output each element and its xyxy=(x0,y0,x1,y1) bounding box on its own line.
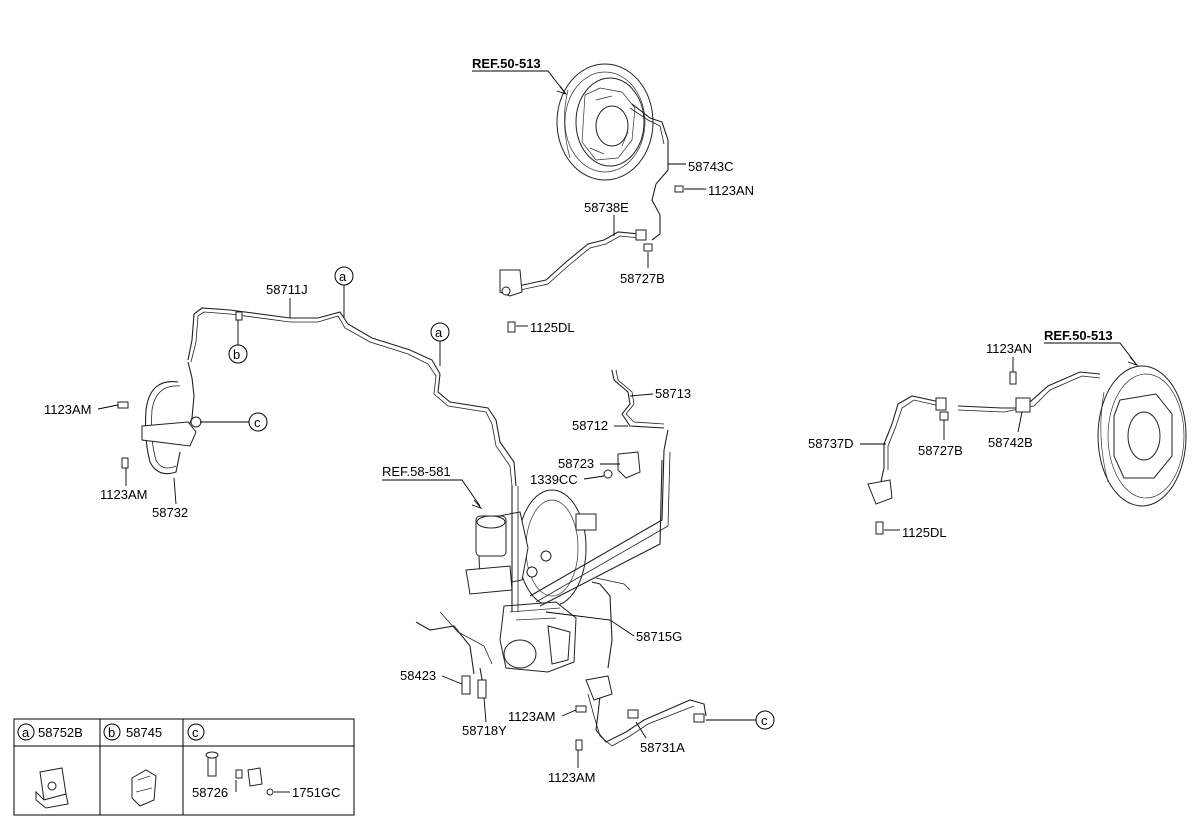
legend-a-part: 58752B xyxy=(38,725,83,740)
svg-text:a: a xyxy=(22,725,30,740)
svg-text:c: c xyxy=(254,415,261,430)
bolt-1123am-left1 xyxy=(117,401,129,409)
svg-text:b: b xyxy=(108,725,115,740)
brake-line-58711j xyxy=(187,307,517,487)
legend-b-circle xyxy=(103,723,121,741)
svg-text:a: a xyxy=(435,325,443,340)
legend-table: a 58752B b 58745 c 58726 1751GC xyxy=(13,718,355,816)
hose-bracket-bottom xyxy=(585,675,613,701)
ref-arrow-head xyxy=(556,85,568,95)
clip-58726-icon xyxy=(205,751,274,796)
label-58731a: 58731A xyxy=(640,740,685,755)
clip-58727b-right xyxy=(939,411,949,421)
label-1123am-bottom1: 1123AM xyxy=(508,709,555,724)
bolt-1123am-bottom1 xyxy=(575,705,587,713)
bolt-1123am-bottom2 xyxy=(575,739,583,751)
bracket-58723 xyxy=(617,451,641,479)
svg-text:c: c xyxy=(192,725,199,740)
rear-brake-hose-58743c xyxy=(631,103,669,241)
bolt-1123am-left2 xyxy=(121,457,129,469)
clip-58752b-icon xyxy=(35,767,69,809)
label-58715g: 58715G xyxy=(636,629,682,644)
hose-bracket-left xyxy=(141,421,197,447)
hydraulic-unit xyxy=(499,601,577,673)
ref-50-513-top-label: REF.50-513 xyxy=(472,56,541,71)
label-58742b: 58742B xyxy=(988,435,1033,450)
label-58743c: 58743C xyxy=(688,159,734,174)
label-58727b-top: 58727B xyxy=(620,271,665,286)
label-1339cc: 1339CC xyxy=(530,472,578,487)
bolt-1123an-top xyxy=(674,185,684,193)
bracket-right xyxy=(867,479,893,505)
joint-fitting xyxy=(635,229,647,241)
ref-50-513-right-label: REF.50-513 xyxy=(1044,328,1113,343)
brake-line-58715g xyxy=(591,581,613,669)
label-58712: 58712 xyxy=(572,418,608,433)
svg-text:a: a xyxy=(339,269,347,284)
hose-58732 xyxy=(144,381,181,475)
label-1125dl-top: 1125DL xyxy=(530,320,575,335)
svg-text:b: b xyxy=(233,347,240,362)
brake-line-58713 xyxy=(529,429,669,597)
label-ref-58-581: REF.58-581 xyxy=(382,464,451,479)
label-1123am-bottom2: 1123AM xyxy=(548,770,595,785)
right-backing-plate-assembly xyxy=(1097,365,1187,507)
bracket-58742b xyxy=(1015,397,1031,413)
label-58738e: 58738E xyxy=(584,200,629,215)
clip-58727b-top xyxy=(643,243,653,252)
sensor-line-58423 xyxy=(415,621,475,675)
label-1123am-left1: 1123AM xyxy=(44,402,91,417)
label-58423: 58423 xyxy=(400,668,436,683)
label-1123am-left2: 1123AM xyxy=(100,487,147,502)
label-1123an-right: 1123AN xyxy=(986,341,1032,356)
ref-50-513-top-leader xyxy=(472,70,566,94)
bolt-1125dl-right xyxy=(875,521,884,535)
label-58727b-right: 58727B xyxy=(918,443,963,458)
label-1123an-top: 1123AN xyxy=(708,183,754,198)
rear-brake-line-58738e xyxy=(517,231,641,287)
label-58732: 58732 xyxy=(152,505,188,520)
svg-text:c: c xyxy=(761,713,768,728)
bolt-1123an-right xyxy=(1009,371,1017,385)
legend-b-part: 58745 xyxy=(126,725,162,740)
legend-c-part1: 58726 xyxy=(192,785,228,800)
legend-c-part2: 1751GC xyxy=(292,785,340,800)
brake-booster-master-cylinder xyxy=(465,489,597,607)
label-58713: 58713 xyxy=(655,386,691,401)
top-backing-plate-assembly xyxy=(556,63,654,181)
label-58711j: 58711J xyxy=(266,282,308,297)
hose-58731a xyxy=(591,689,707,743)
legend-c-circle xyxy=(187,723,205,741)
label-58723: 58723 xyxy=(558,456,594,471)
label-1125dl-right: 1125DL xyxy=(902,525,947,540)
label-58718y: 58718Y xyxy=(462,723,507,738)
ref-58-581-leader xyxy=(382,479,481,507)
label-58737d: 58737D xyxy=(808,436,854,451)
clip-b-58745 xyxy=(235,311,243,321)
brake-line-58712 xyxy=(611,369,665,429)
nut-1339cc xyxy=(603,469,613,479)
bolt-1125dl-top xyxy=(507,321,516,333)
brake-line-58737d xyxy=(879,395,941,487)
legend-a-circle xyxy=(17,723,35,741)
clip-58745-icon xyxy=(131,769,157,807)
